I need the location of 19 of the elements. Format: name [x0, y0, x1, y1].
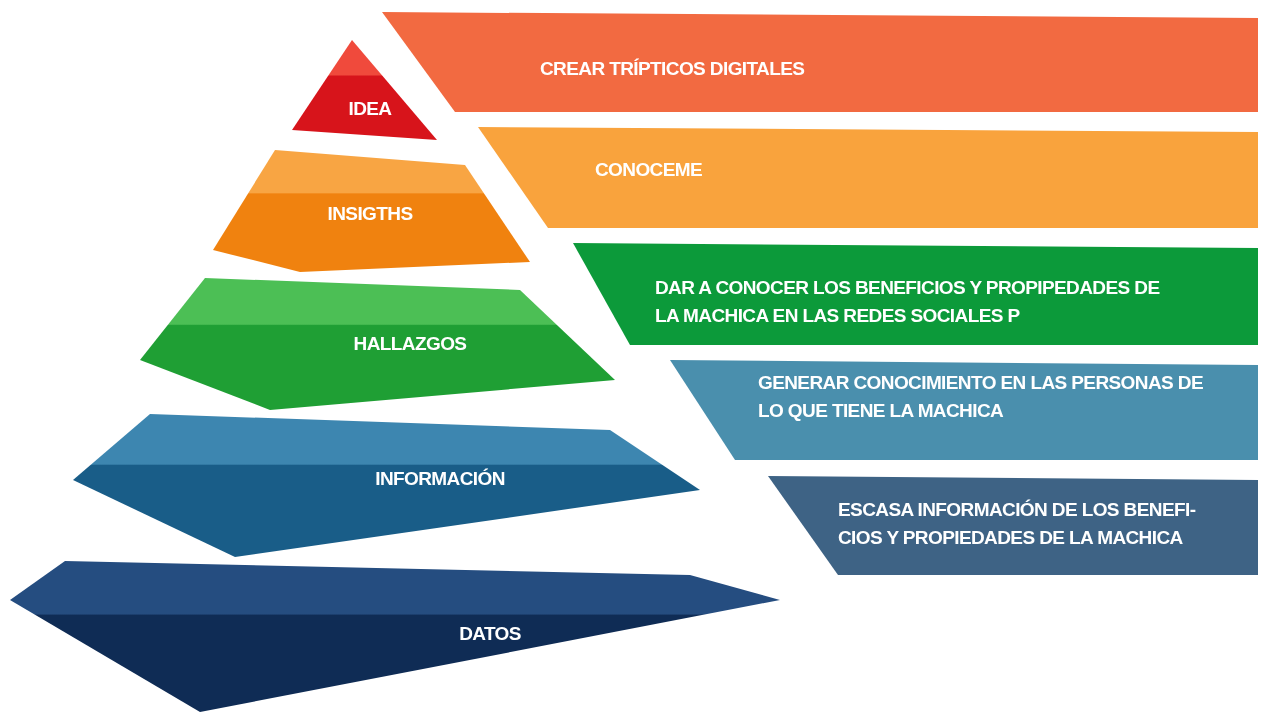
layer-label: IDEA — [347, 97, 393, 121]
layer-label: DATOS — [458, 622, 522, 646]
banner — [768, 476, 1258, 575]
banner — [478, 127, 1258, 228]
layer-label: HALLAZGOS — [352, 332, 468, 356]
banner-text: CONOCEME — [595, 158, 704, 182]
pyramid-layer — [213, 150, 530, 272]
pyramid-layer — [10, 561, 780, 712]
pyramid-layer — [292, 40, 437, 140]
banner-text: GENERAR CONOCIMIENTO EN LAS PERSONAS DE LO QUE TIENE LA MACHICA — [758, 371, 1204, 423]
banner-text: ESCASA INFORMACIÓN DE LOS BENEFI- CIOS Y PROPIEDADES DE LA MACHICA — [838, 498, 1197, 550]
layer-label: INSIGTHS — [326, 202, 414, 226]
pyramid-layer — [73, 414, 700, 557]
banner — [670, 360, 1258, 460]
layer-label: INFORMACIÓN — [374, 467, 506, 491]
banner-text: CREAR TRÍPTICOS DIGITALES — [540, 57, 806, 81]
pyramid-layer — [140, 278, 615, 410]
banner-text: DAR A CONOCER LOS BENEFICIOS Y PROPIPEDADES DE LA MACHICA EN LAS REDES SOCIALES P — [655, 276, 1161, 328]
banner — [573, 243, 1258, 345]
